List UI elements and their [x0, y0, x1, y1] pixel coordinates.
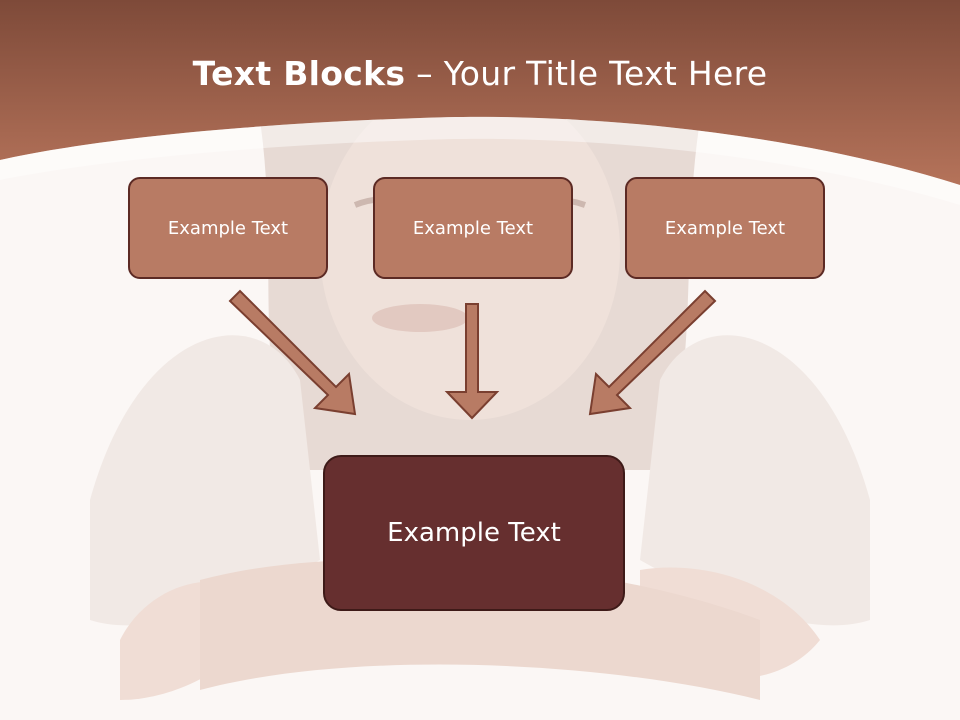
- arrow-left-icon: [228, 289, 357, 416]
- text-block-right[interactable]: Example Text: [625, 177, 825, 279]
- text-block-right-label: Example Text: [664, 217, 786, 239]
- title-dash: –: [405, 54, 444, 93]
- text-block-center-label: Example Text: [412, 217, 534, 239]
- text-block-center[interactable]: Example Text: [373, 177, 573, 279]
- title-bold: Text Blocks: [192, 54, 406, 93]
- arrow-right-icon: [588, 289, 717, 416]
- main-text-block[interactable]: Example Text: [323, 455, 625, 611]
- text-block-left-label: Example Text: [167, 217, 289, 239]
- title-regular: Your Title Text Here: [443, 54, 768, 93]
- text-block-left[interactable]: Example Text: [128, 177, 328, 279]
- page-title: Text Blocks – Your Title Text Here: [0, 54, 960, 93]
- arrow-center-icon: [444, 303, 500, 420]
- main-text-block-label: Example Text: [387, 518, 561, 548]
